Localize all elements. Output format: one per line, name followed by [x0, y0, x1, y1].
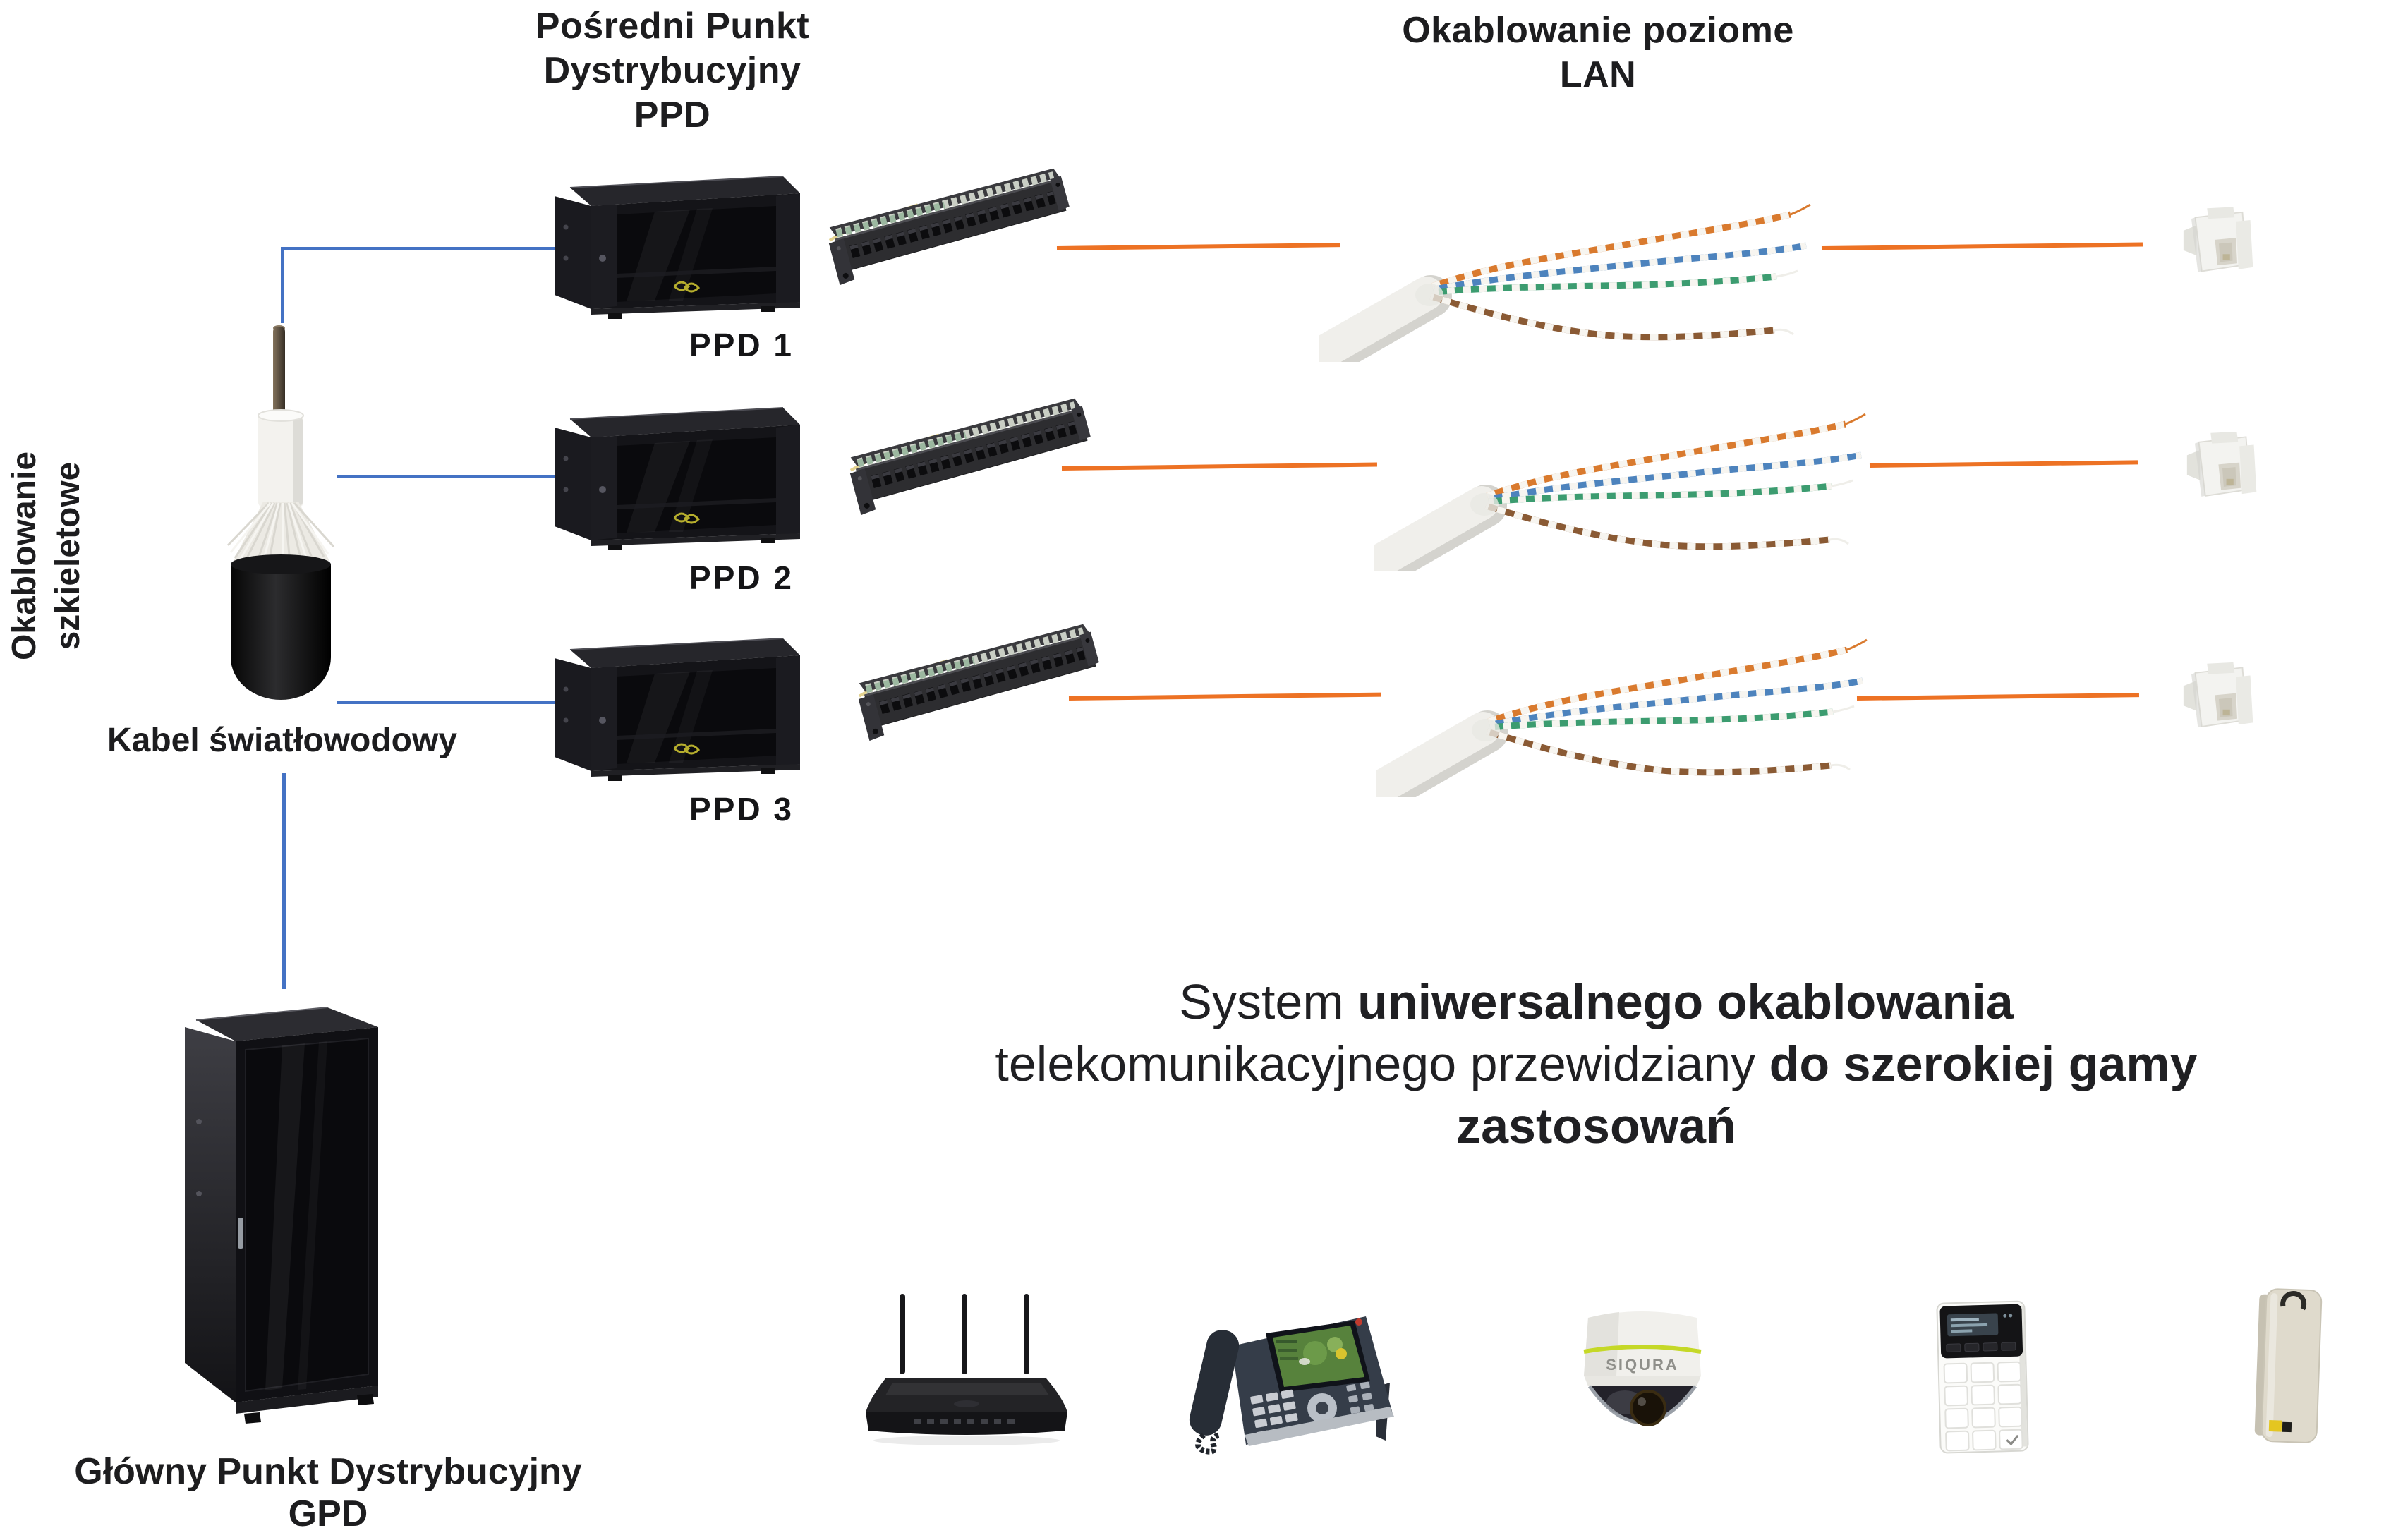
horizontal-line-1a [1056, 243, 1341, 250]
center-description-text: System uniwersalnego okablowania telekom… [818, 971, 2374, 1157]
fiber-optic-cable-image [226, 325, 335, 700]
center-text-line3: zastosowań [818, 1095, 2374, 1157]
backbone-line-ppd3 [337, 701, 557, 704]
heading-lan-line2: LAN [1559, 54, 1637, 95]
access-control-device-image [2254, 1288, 2323, 1443]
keystone-jack-1-icon [2173, 206, 2265, 280]
utp-cable-3-image [1376, 631, 1870, 797]
center-text-line1-regular: System [1179, 974, 1358, 1029]
center-text-line2-regular: telekomunikacyjnego przewidziany [995, 1036, 1769, 1091]
heading-ppd-line1: Pośredni Punkt [535, 6, 810, 47]
backbone-line-gpd [282, 773, 286, 989]
server-rack-gpd-image [185, 1007, 378, 1424]
gpd-caption-line1: Główny Punkt Dystrybucyjny [74, 1451, 582, 1492]
horizontal-line-2b [1869, 460, 2138, 468]
horizontal-line-2a [1061, 462, 1378, 471]
keystone-jack-2-icon [2177, 429, 2268, 507]
heading-ppd-line2: Dystrybucyjny [543, 50, 801, 91]
heading-lan: Okablowanie poziome LAN [1379, 8, 1817, 97]
horizontal-line-3a [1068, 692, 1382, 701]
backbone-line-ppd2 [337, 475, 557, 478]
ppd2-caption: PPD 2 [689, 559, 794, 596]
backbone-label-line2: szkieletowe [49, 461, 87, 650]
utp-cable-2-image [1374, 406, 1868, 571]
gpd-caption: Główny Punkt Dystrybucyjny GPD [56, 1450, 600, 1535]
backbone-label-line1: Okablowanie [6, 451, 43, 661]
heading-lan-line1: Okablowanie poziome [1402, 10, 1794, 51]
alarm-keypad-image [1936, 1300, 2029, 1454]
camera-brand-label: SIQURA [1606, 1356, 1679, 1374]
heading-ppd: Pośredni Punkt Dystrybucyjny PPD [507, 4, 838, 138]
backbone-cabling-label: Okablowanie szkieletowe [3, 443, 90, 669]
heading-ppd-line3: PPD [634, 95, 711, 135]
backbone-line-ppd1-vertical [281, 247, 284, 323]
patch-panel-3-image [851, 621, 1108, 745]
fiber-cable-caption: Kabel światłowodowy [107, 722, 458, 759]
wall-cabinet-ppd2-image [549, 399, 806, 556]
gpd-caption-line2: GPD [288, 1493, 368, 1534]
ip-phone-image [1189, 1316, 1394, 1455]
center-text-line1: System uniwersalnego okablowania [818, 971, 2374, 1033]
horizontal-line-3b [1856, 693, 2140, 701]
backbone-line-ppd1-horizontal [281, 247, 557, 250]
ppd1-caption: PPD 1 [689, 327, 794, 363]
center-text-line3-bold: zastosowań [1456, 1098, 1736, 1153]
wall-cabinet-ppd3-image [549, 630, 806, 787]
utp-cable-1-image [1319, 196, 1813, 362]
ppd3-caption: PPD 3 [689, 791, 794, 827]
patch-panel-1-image [821, 165, 1078, 289]
dome-camera-image: SIQURA [1583, 1311, 1702, 1426]
wifi-router-image [866, 1294, 1067, 1445]
center-text-line1-bold: uniwersalnego okablowania [1357, 974, 2014, 1029]
patch-panel-2-image [842, 395, 1099, 519]
center-text-line2-bold: do szerokiej gamy [1769, 1036, 2198, 1091]
keystone-jack-3-icon [2173, 660, 2265, 737]
wall-cabinet-ppd1-image [549, 168, 806, 325]
horizontal-line-1b [1821, 242, 2143, 250]
center-text-line2: telekomunikacyjnego przewidziany do szer… [818, 1033, 2374, 1095]
